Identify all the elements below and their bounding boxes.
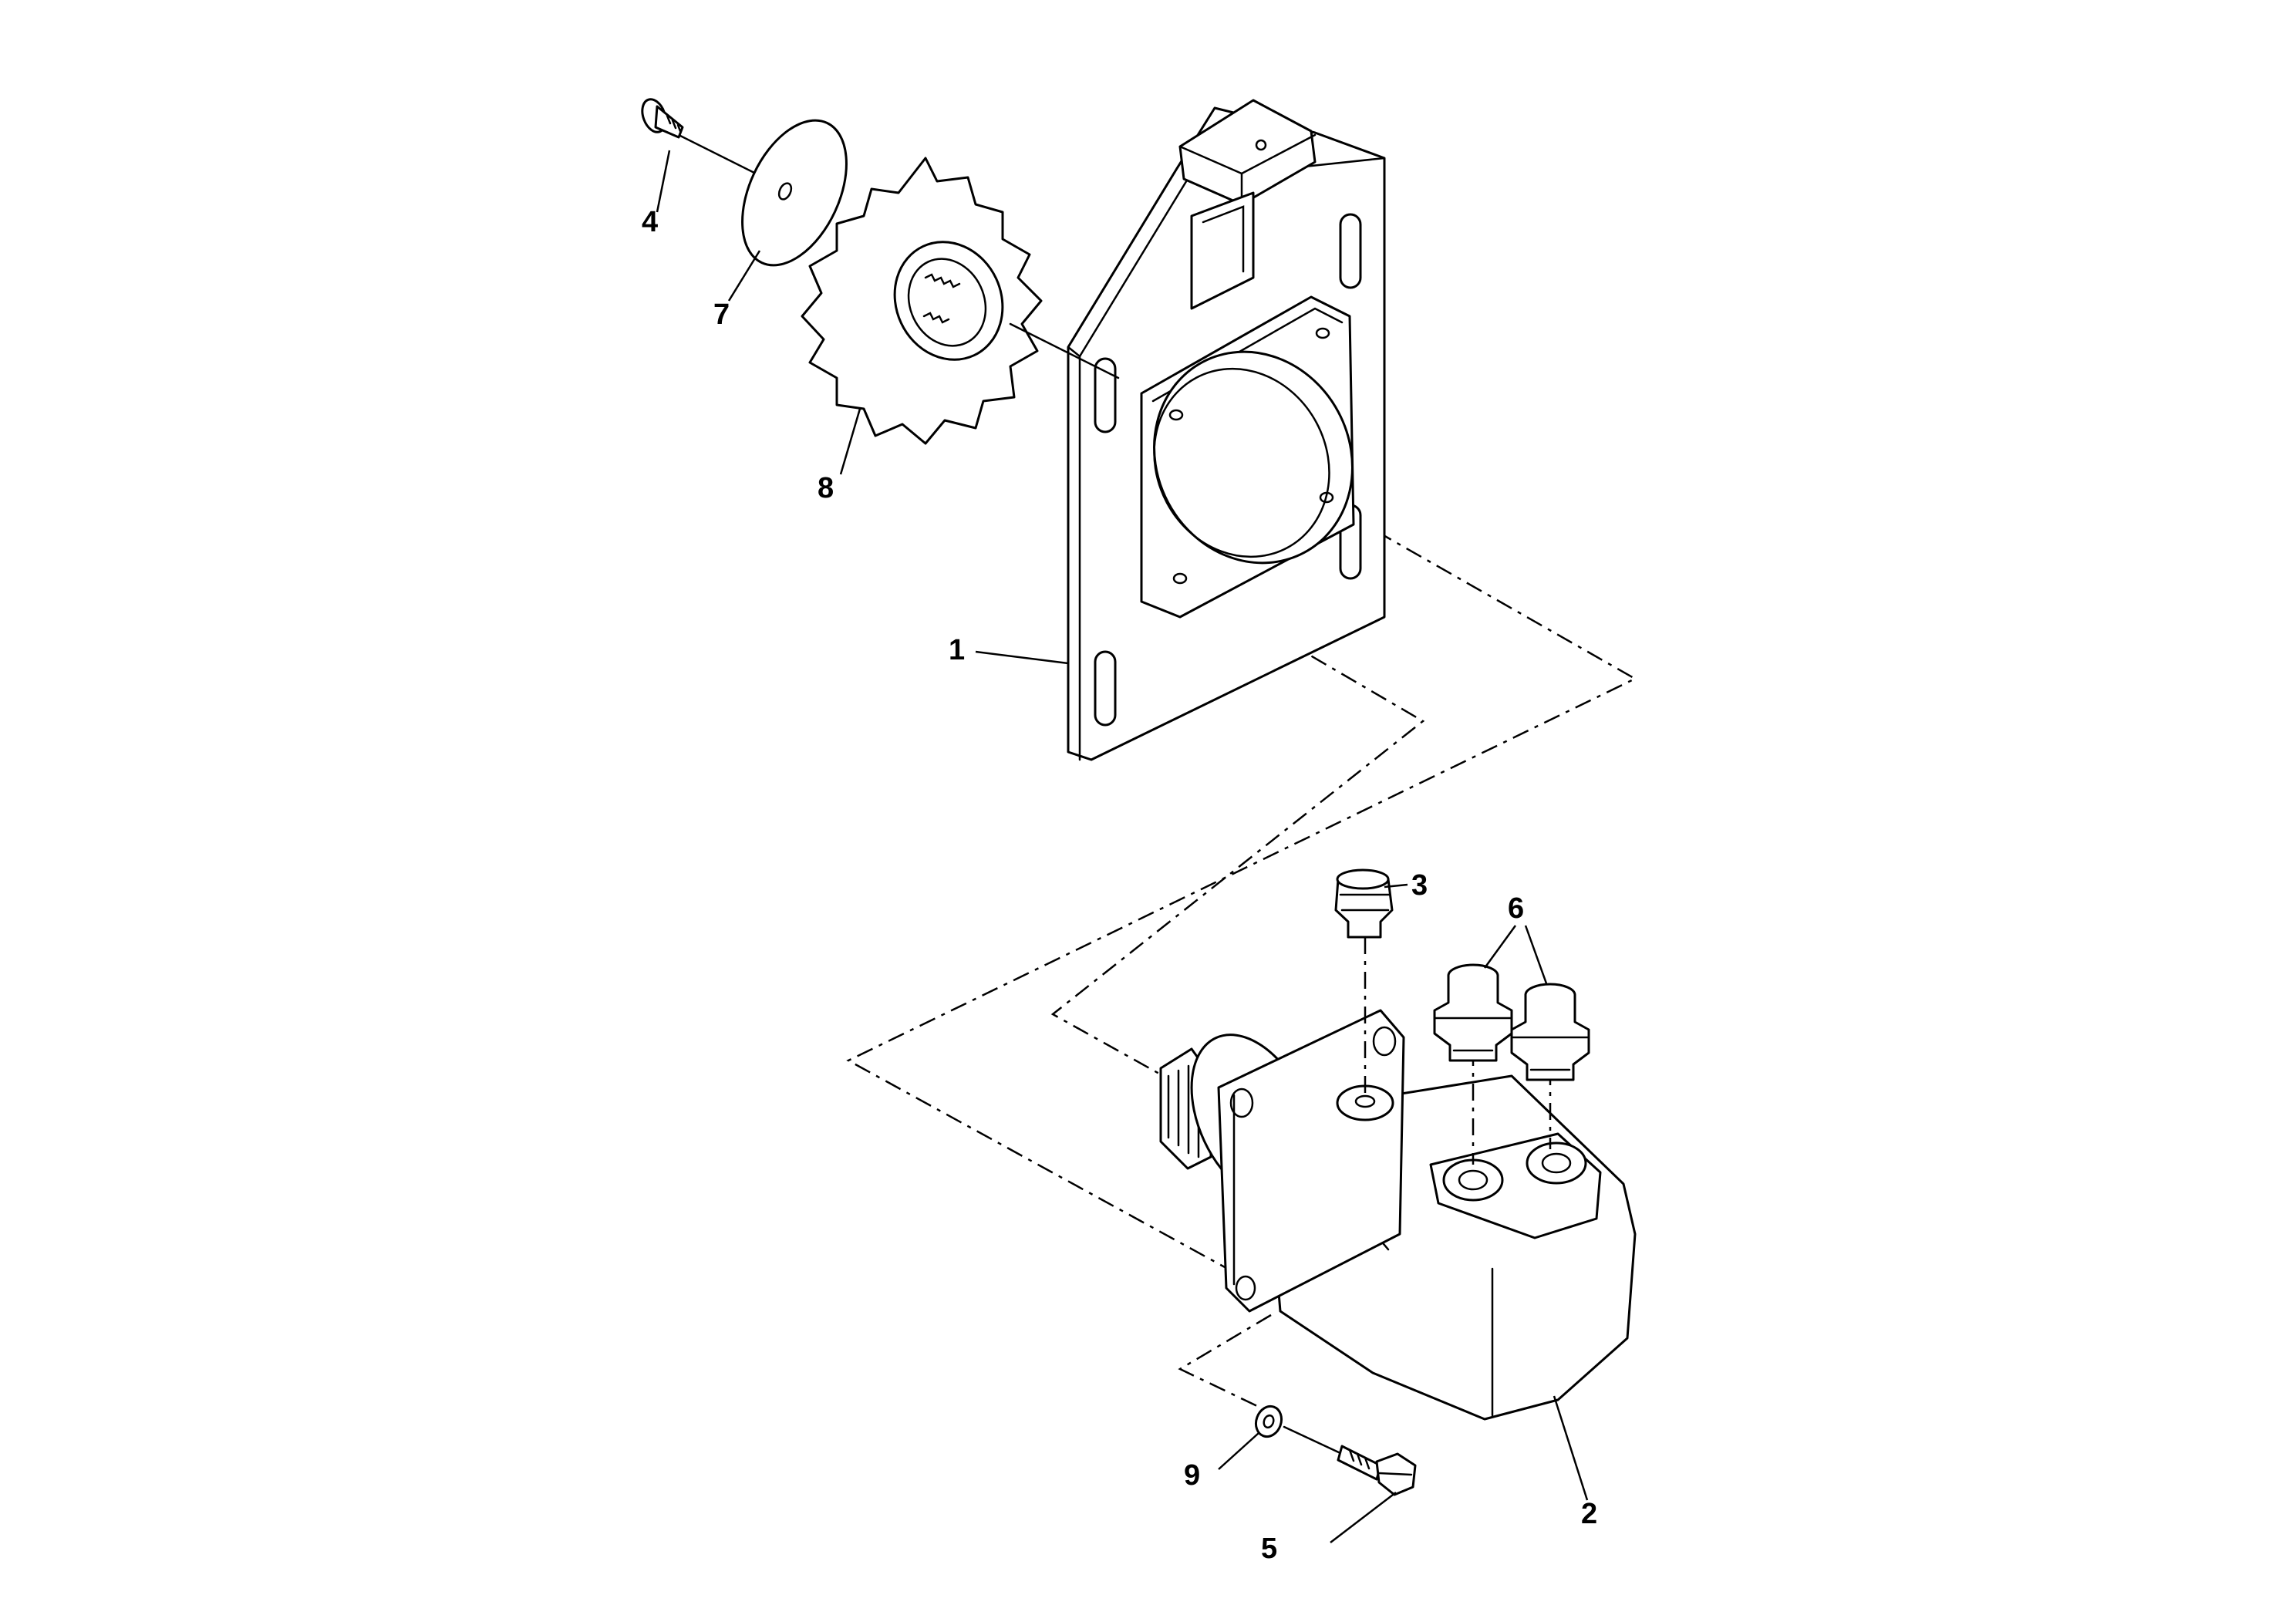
hydraulic-motor <box>1159 1009 1637 1421</box>
hex-bolt <box>1337 1445 1417 1496</box>
small-washer <box>1254 1404 1283 1438</box>
drive-sprocket <box>801 157 1043 445</box>
callout-1: 1 <box>949 634 965 666</box>
hydraulic-fitting-right <box>1510 983 1590 1081</box>
hydraulic-fitting-left <box>1433 963 1513 1062</box>
callout-7: 7 <box>713 298 730 331</box>
hydraulic-plug <box>1334 868 1394 939</box>
mounting-bracket-plate <box>1067 99 1386 761</box>
callout-4: 4 <box>642 206 658 238</box>
bolt-axis-line <box>1283 1425 1344 1455</box>
callout-6: 6 <box>1508 892 1524 925</box>
countersunk-screw <box>641 98 684 139</box>
callout-3: 3 <box>1411 869 1428 902</box>
alignment-lines <box>846 427 1637 1417</box>
callout-8: 8 <box>818 472 834 504</box>
callout-9: 9 <box>1184 1459 1200 1492</box>
leader-lines <box>656 150 1589 1543</box>
callout-2: 2 <box>1581 1498 1597 1530</box>
callout-labels: 1 2 3 4 5 6 7 8 9 <box>642 206 1597 1565</box>
callout-5: 5 <box>1261 1533 1277 1565</box>
large-washer <box>741 119 848 267</box>
axis-line-lower <box>1009 322 1120 379</box>
